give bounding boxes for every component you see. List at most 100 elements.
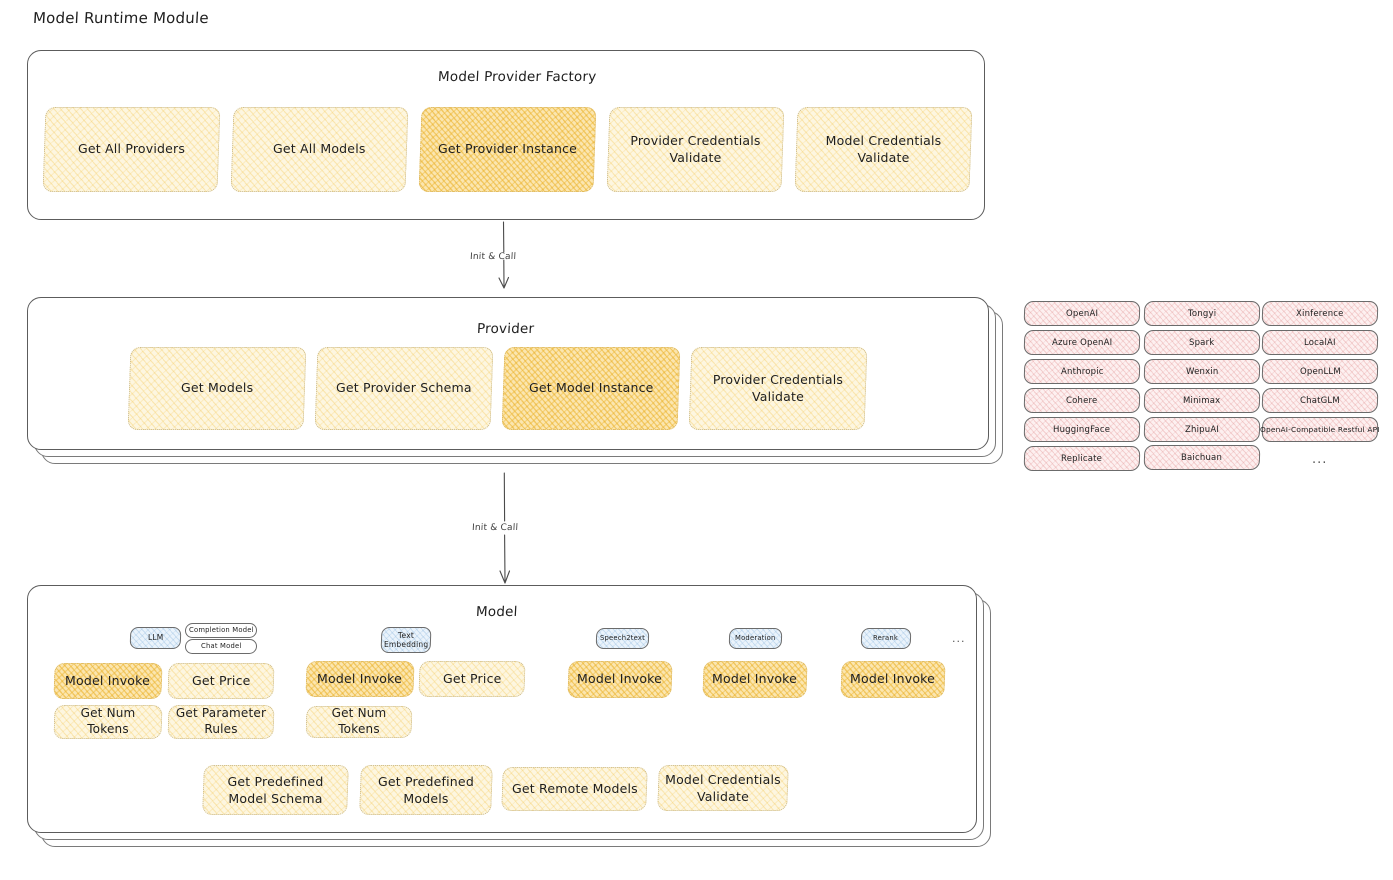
provider-pill-label: Cohere <box>1066 395 1098 406</box>
provider-pill-openai[interactable]: OpenAI <box>1023 301 1141 326</box>
moderation-method-label: Model Invoke <box>712 671 798 687</box>
provider-method-get-provider-schema[interactable]: Get Provider Schema <box>314 347 494 430</box>
provider-method-label: Get Models <box>180 380 254 396</box>
factory-method-label: Get All Models <box>273 141 366 157</box>
provider-pill-huggingface[interactable]: HuggingFace <box>1023 417 1141 442</box>
provider-pill-azure-openai[interactable]: Azure OpenAI <box>1023 330 1141 355</box>
provider-pill-label: Azure OpenAI <box>1051 337 1113 348</box>
llm-method-get-parameter-rules[interactable]: Get Parameter Rules <box>167 705 275 739</box>
provider-method-label: Get Provider Schema <box>336 380 472 396</box>
provider-pill-label: Tongyi <box>1187 308 1217 319</box>
rerank-method-model-invoke[interactable]: Model Invoke <box>840 661 946 698</box>
model-type-label: Text Embedding <box>384 630 429 649</box>
provider-method-label: Get Model Instance <box>528 380 654 396</box>
provider-pill-label: LocalAI <box>1304 337 1336 348</box>
provider-method-provider-credentials-validate[interactable]: Provider Credentials Validate <box>688 347 868 430</box>
provider-pill-label: ZhipuAI <box>1184 424 1220 435</box>
arrow-provider-to-model <box>499 472 511 584</box>
model-common-method-label: Model Credentials Validate <box>665 771 781 804</box>
text-embedding-method-label: Get Num Tokens <box>331 706 387 736</box>
model-type-badge-llm[interactable]: LLM <box>129 627 182 649</box>
model-type-badge-rerank[interactable]: Rerank <box>860 628 912 649</box>
provider-pill-anthropic[interactable]: Anthropic <box>1023 359 1141 384</box>
factory-method-get-all-providers[interactable]: Get All Providers <box>42 107 221 192</box>
factory-method-model-credentials-validate[interactable]: Model Credentials Validate <box>794 107 973 192</box>
moderation-method-model-invoke[interactable]: Model Invoke <box>702 661 808 698</box>
model-common-method-get-predefined-models[interactable]: Get Predefined Models <box>359 765 493 815</box>
text-embedding-method-get-num-tokens[interactable]: Get Num Tokens <box>305 706 413 738</box>
provider-pill-label: Minimax <box>1183 395 1221 406</box>
model-type-badge-text-embedding[interactable]: Text Embedding <box>380 627 432 653</box>
model-subtype-badge-completion-model[interactable]: Completion Model <box>184 623 258 638</box>
provider-pill-chatglm[interactable]: ChatGLM <box>1261 388 1379 413</box>
provider-pill-label: Xinference <box>1296 308 1344 319</box>
model-common-method-get-remote-models[interactable]: Get Remote Models <box>501 767 648 811</box>
model-common-method-label: Get Predefined Model Schema <box>227 773 324 806</box>
llm-method-label: Get Num Tokens <box>80 706 136 736</box>
provider-pill-label: Baichuan <box>1181 452 1223 463</box>
provider-pill-replicate[interactable]: Replicate <box>1023 446 1141 471</box>
model-type-badge-speech2text[interactable]: Speech2text <box>595 628 650 649</box>
model-type-label: Rerank <box>873 634 899 643</box>
factory-method-get-provider-instance[interactable]: Get Provider Instance <box>418 107 597 192</box>
factory-method-label: Provider Credentials Validate <box>630 133 761 165</box>
model-type-label: Speech2text <box>600 634 645 643</box>
provider-method-get-model-instance[interactable]: Get Model Instance <box>501 347 681 430</box>
model-type-badge-moderation[interactable]: Moderation <box>728 628 783 649</box>
provider-pill-baichuan[interactable]: Baichuan <box>1143 445 1261 470</box>
factory-method-provider-credentials-validate[interactable]: Provider Credentials Validate <box>606 107 785 192</box>
provider-pill-wenxin[interactable]: Wenxin <box>1143 359 1261 384</box>
text-embedding-method-get-price[interactable]: Get Price <box>418 661 526 697</box>
page-title: Model Runtime Module <box>32 9 210 27</box>
llm-method-label: Get Price <box>191 672 251 688</box>
provider-pill-label: Replicate <box>1061 453 1103 464</box>
provider-pill-spark[interactable]: Spark <box>1143 330 1261 355</box>
provider-pill-label: Wenxin <box>1185 366 1219 377</box>
provider-pill-cohere[interactable]: Cohere <box>1023 388 1141 413</box>
provider-pill-openllm[interactable]: OpenLLM <box>1261 359 1379 384</box>
model-title: Model <box>475 604 518 620</box>
speech2text-method-model-invoke[interactable]: Model Invoke <box>567 661 673 698</box>
provider-pill-zhipuai[interactable]: ZhipuAI <box>1143 417 1261 442</box>
arrow-label-init-and-call-1: Init & Call <box>469 252 517 262</box>
text-embedding-method-label: Model Invoke <box>317 670 403 686</box>
factory-method-label: Get All Providers <box>77 141 186 157</box>
factory-method-get-all-models[interactable]: Get All Models <box>230 107 409 192</box>
text-embedding-method-label: Get Price <box>442 670 502 686</box>
model-types-more: ... <box>952 632 966 645</box>
model-common-method-label: Get Remote Models <box>511 780 638 796</box>
factory-method-label: Get Provider Instance <box>437 141 578 157</box>
provider-pill-minimax[interactable]: Minimax <box>1143 388 1261 413</box>
model-common-method-model-credentials-validate[interactable]: Model Credentials Validate <box>657 765 789 811</box>
llm-method-get-num-tokens[interactable]: Get Num Tokens <box>53 705 163 739</box>
arrow-label-init-and-call-2: Init & Call <box>471 523 519 533</box>
factory-method-label: Model Credentials Validate <box>825 133 942 165</box>
provider-pill-label: OpenAI-Compatible Restful API <box>1260 425 1380 434</box>
provider-method-label: Provider Credentials Validate <box>712 372 844 404</box>
provider-pill-label: OpenAI <box>1065 308 1099 319</box>
provider-pill-xinference[interactable]: Xinference <box>1261 301 1379 326</box>
provider-title: Provider <box>476 321 535 337</box>
provider-pill-label: Anthropic <box>1060 366 1104 377</box>
provider-pill-openai-compatible-restful-api[interactable]: OpenAI-Compatible Restful API <box>1260 417 1380 442</box>
llm-method-model-invoke[interactable]: Model Invoke <box>53 663 163 699</box>
provider-list-more: ... <box>1312 452 1328 467</box>
text-embedding-method-model-invoke[interactable]: Model Invoke <box>305 661 415 697</box>
llm-method-get-price[interactable]: Get Price <box>167 663 275 699</box>
model-subtype-label: Chat Model <box>200 642 242 651</box>
provider-pill-label: ChatGLM <box>1300 395 1340 406</box>
model-common-method-label: Get Predefined Models <box>378 773 474 806</box>
provider-method-get-models[interactable]: Get Models <box>127 347 307 430</box>
model-provider-factory-title: Model Provider Factory <box>437 69 597 85</box>
provider-pill-tongyi[interactable]: Tongyi <box>1143 301 1261 326</box>
model-subtype-badge-chat-model[interactable]: Chat Model <box>184 639 258 654</box>
provider-pill-localai[interactable]: LocalAI <box>1261 330 1379 355</box>
provider-pill-label: Spark <box>1189 337 1215 348</box>
provider-pill-label: OpenLLM <box>1299 366 1341 377</box>
model-type-label: Moderation <box>735 634 776 643</box>
llm-method-label: Get Parameter Rules <box>175 706 267 736</box>
model-common-method-get-predefined-model-schema[interactable]: Get Predefined Model Schema <box>202 765 349 815</box>
rerank-method-label: Model Invoke <box>850 671 936 687</box>
arrow-factory-to-provider <box>498 221 510 289</box>
